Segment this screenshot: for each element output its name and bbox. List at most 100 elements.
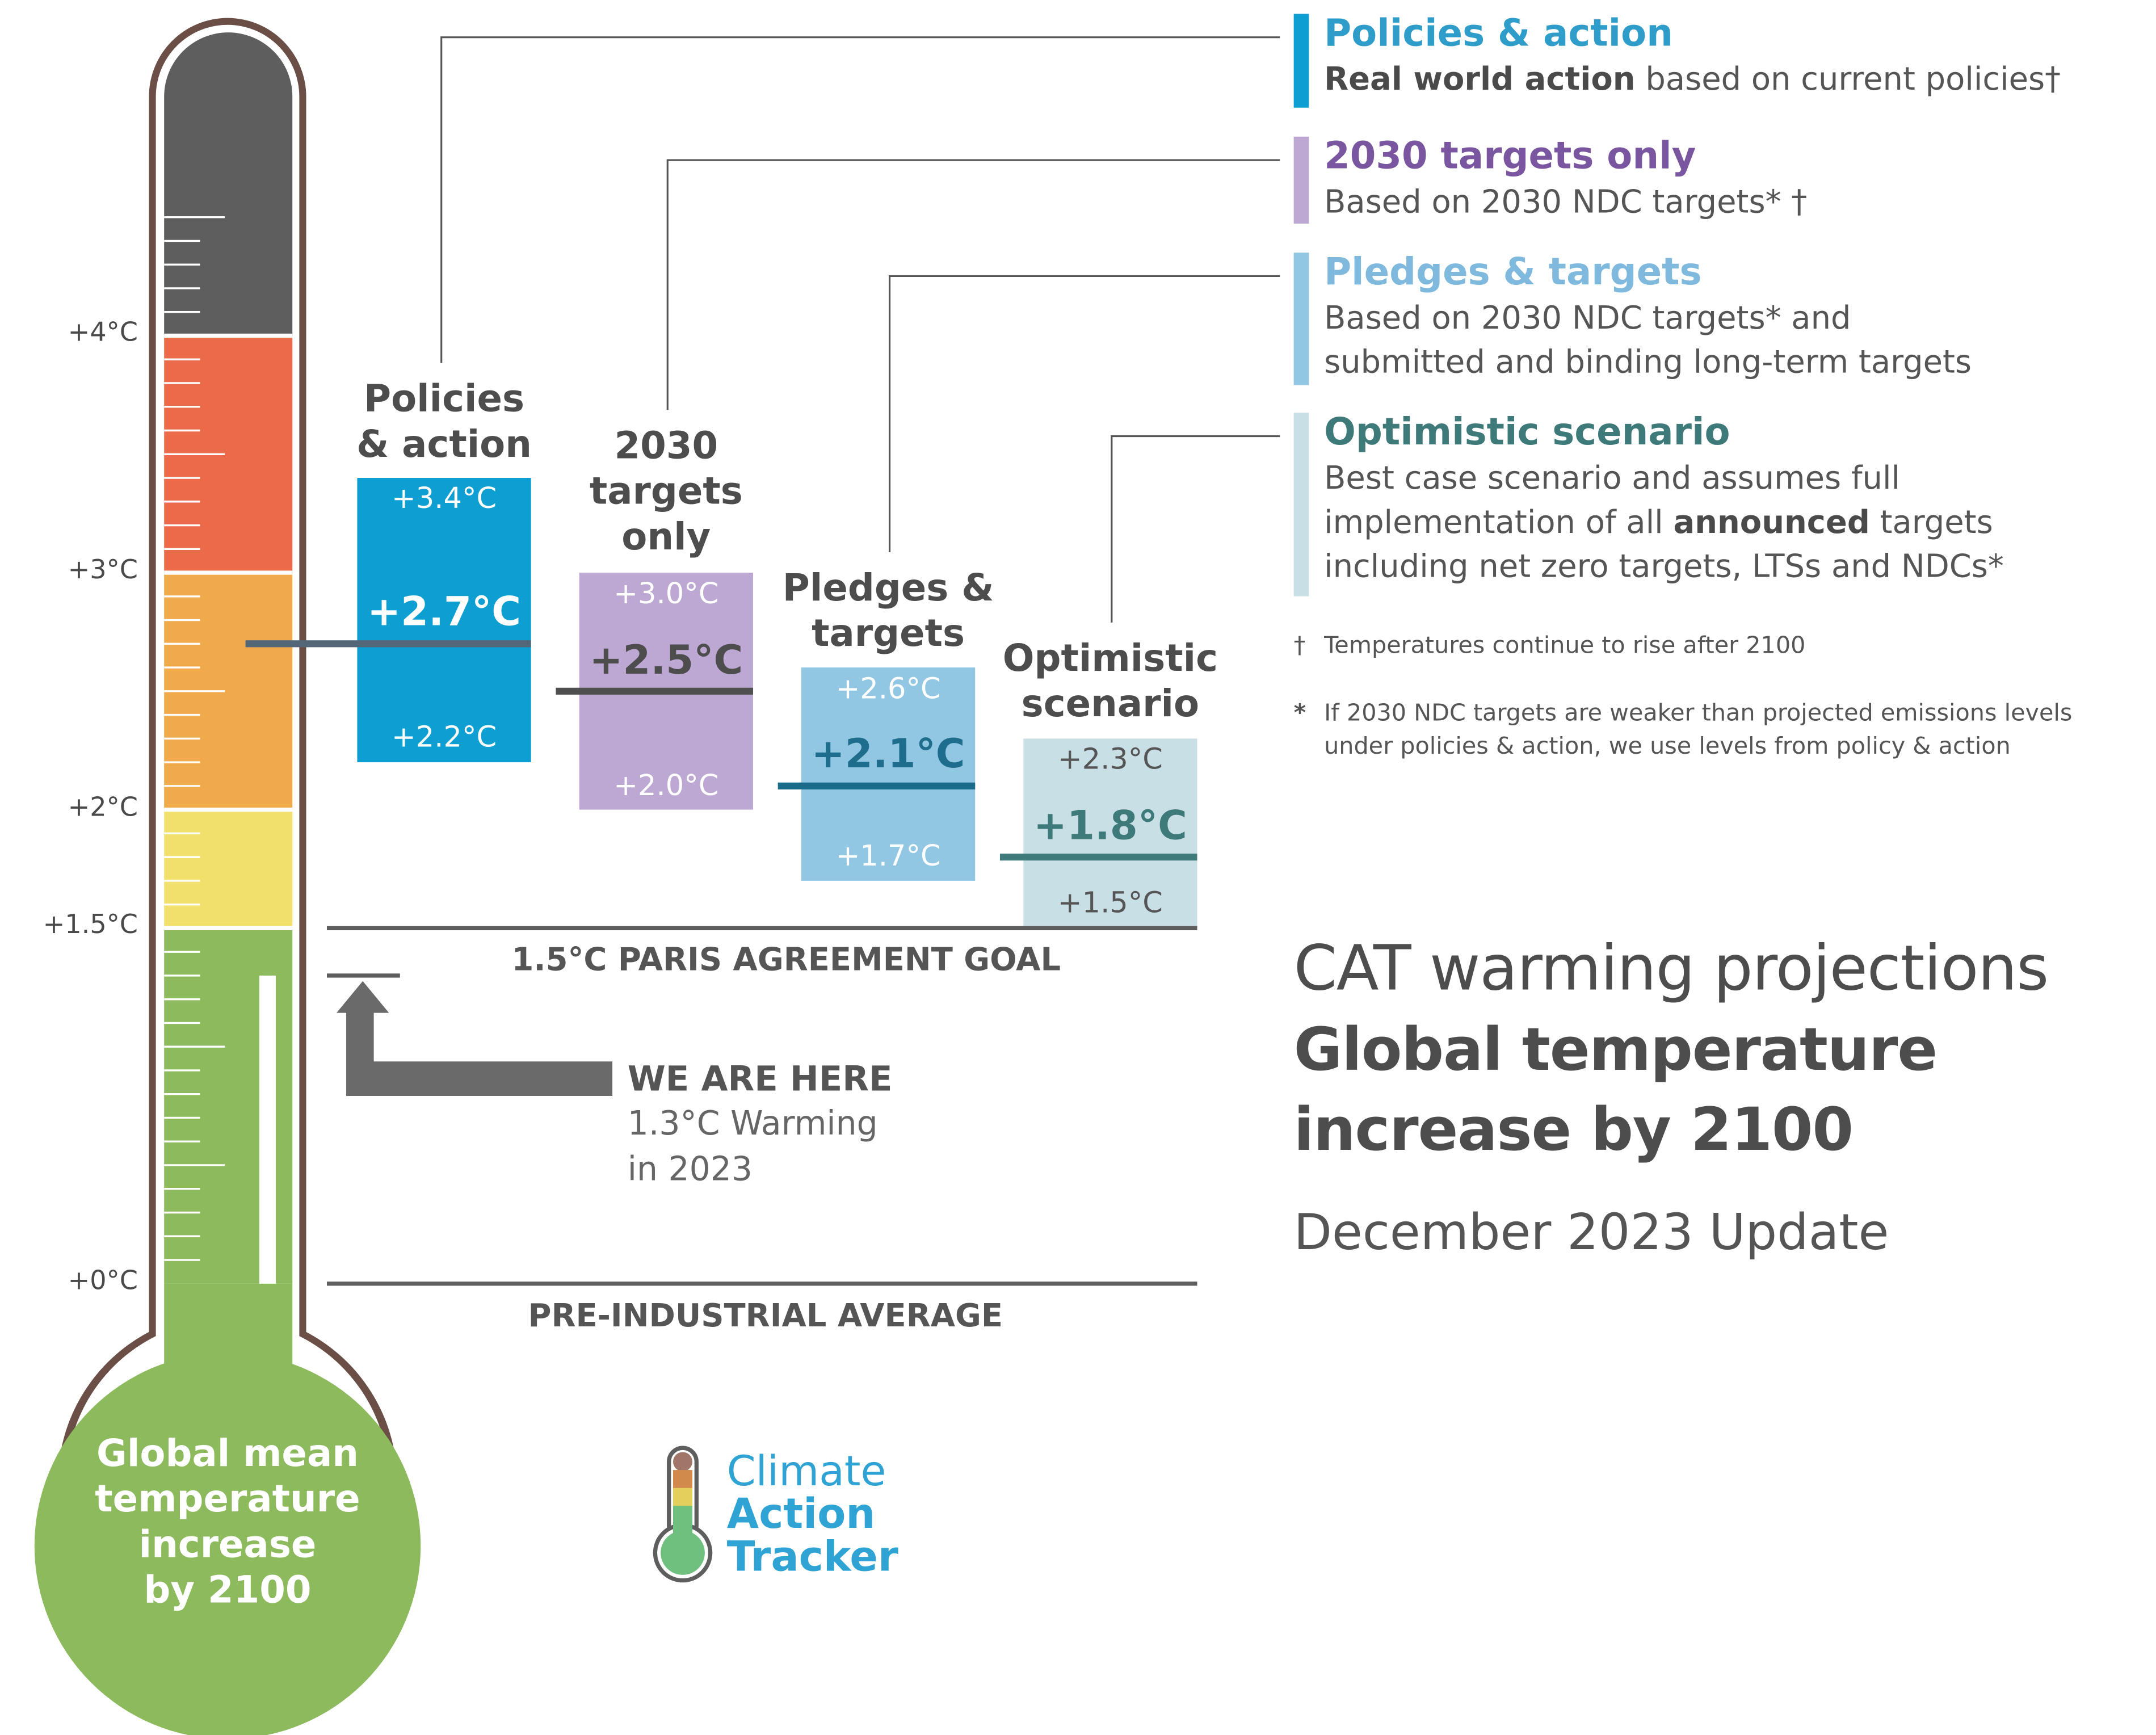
band-separator — [164, 807, 293, 812]
asterisk-text-line2: under policies & action, we use levels f… — [1324, 733, 2011, 761]
legend-title: Policies & action — [1324, 12, 1673, 56]
leader-lines — [440, 36, 1280, 623]
leader-line — [440, 36, 1280, 363]
current-warming-column — [259, 975, 276, 1284]
thermometer — [34, 18, 421, 1735]
legend-description-text: announced — [1673, 505, 1870, 541]
paris-goal-line — [326, 926, 1197, 931]
scenario-range-bar — [801, 667, 976, 881]
scenario-label-line: Policies — [363, 378, 525, 421]
range-high-label: +2.3°C — [1057, 742, 1163, 776]
legend-description-text: Real world action — [1324, 62, 1636, 98]
bulb-line: temperature — [95, 1478, 360, 1522]
band-separator — [164, 926, 293, 931]
thermometer-bulb — [34, 1352, 421, 1735]
scale-tick-label: +4°C — [68, 317, 138, 348]
leader-line — [888, 275, 1280, 552]
dagger-symbol: † — [1293, 632, 1306, 660]
thermometer-neck — [164, 1283, 293, 1380]
legend-description-text: based on current policies† — [1635, 62, 2061, 98]
scenario-label-line: only — [621, 516, 711, 559]
baseline-lines — [326, 926, 1197, 1286]
range-low-label: +2.0°C — [613, 768, 719, 802]
legend-title: Optimistic scenario — [1324, 411, 1730, 455]
scenario-label: Policies& action — [306, 377, 582, 468]
scale-tick-label: +0°C — [68, 1266, 138, 1296]
thermometer-band — [164, 32, 293, 336]
scenario-ranges — [245, 478, 1197, 929]
title-line3: increase by 2100 — [1293, 1096, 1854, 1165]
scale-tick-label: +3°C — [68, 554, 138, 585]
logo-line3: Tracker — [726, 1533, 898, 1582]
main-title-block: CAT warming projections Global temperatu… — [1294, 927, 2149, 1275]
legend-description-text: Best case scenario and assumes full — [1324, 461, 1901, 497]
scenario-mid-line — [999, 854, 1197, 861]
bulb-line: by 2100 — [144, 1569, 312, 1612]
legend-description-text: Based on 2030 NDC targets* and — [1324, 301, 1851, 337]
bulb-line: Global mean — [96, 1432, 359, 1476]
paris-goal-label: 1.5°C PARIS AGREEMENT GOAL — [511, 943, 1061, 979]
title-line1: CAT warming projections — [1293, 931, 2049, 1005]
leader-line — [1111, 435, 1280, 623]
bulb-line: increase — [138, 1523, 317, 1567]
scale-tick-label: +2°C — [68, 791, 138, 822]
dagger-note: † Temperatures continue to rise after 210… — [1294, 629, 1806, 662]
scenario-label: Pledges &targets — [750, 566, 1026, 657]
legend-description-text: submitted and binding long-term targets — [1324, 345, 1972, 381]
we-are-here: WE ARE HERE 1.3°C Warming in 2023 — [628, 1056, 893, 1192]
scenario-range-bar — [1023, 738, 1197, 929]
logo-line1: Climate — [726, 1448, 886, 1497]
legend-title: Pledges & targets — [1324, 251, 1702, 295]
logo-line2: Action — [726, 1490, 876, 1539]
legend-description-text: targets — [1869, 505, 1993, 541]
legend-description-text: including net zero targets, LTSs and NDC… — [1324, 549, 2004, 586]
range-low-label: +2.2°C — [392, 721, 497, 754]
asterisk-symbol: * — [1293, 700, 1306, 728]
band-separator — [164, 333, 293, 338]
legend-description-line: Best case scenario and assumes full — [1324, 457, 2149, 501]
cat-logo: Climate Action Tracker — [653, 1444, 930, 1596]
scenario-mid-line — [556, 687, 753, 695]
legend-description-line: Real world action based on current polic… — [1324, 58, 2149, 102]
legend-description-line: implementation of all announced targets — [1324, 501, 2149, 545]
logo-thermometer-icon — [653, 1446, 713, 1583]
scenario-mid-line — [777, 782, 976, 789]
thermometer-band — [164, 809, 293, 929]
scenario-label-line: 2030 — [614, 425, 718, 468]
update-label: December 2023 Update — [1293, 1205, 1889, 1262]
scenario-label-line: targets — [589, 470, 743, 514]
scenario-label-line: Pledges & — [782, 567, 994, 610]
legend-description-text: Based on 2030 NDC targets* † — [1324, 184, 1808, 221]
legend-description-text: implementation of all — [1324, 505, 1674, 541]
preindustrial-line — [326, 1282, 1197, 1286]
bulb-label: Global mean temperature increase by 2100 — [76, 1431, 380, 1614]
scale-tick-label: +1.5°C — [43, 910, 138, 941]
we-are-here-line1: 1.3°C Warming — [627, 1104, 878, 1143]
scenario-label-line: & action — [356, 423, 532, 467]
we-are-here-title: WE ARE HERE — [627, 1058, 893, 1099]
legend-color-bar — [1293, 253, 1309, 385]
range-low-label: +1.5°C — [1057, 887, 1163, 920]
legend-description-line: submitted and binding long-term targets — [1324, 341, 2149, 385]
legend-description-line: Based on 2030 NDC targets* † — [1324, 181, 2149, 225]
scenario-label-line: Optimistic — [1002, 637, 1218, 680]
scenario-label-line: targets — [812, 612, 965, 656]
range-high-label: +3.4°C — [392, 482, 497, 515]
up-arrow-icon — [336, 981, 613, 1097]
dagger-text: Temperatures continue to rise after 2100 — [1324, 632, 1806, 660]
preindustrial-label: PRE-INDUSTRIAL AVERAGE — [528, 1299, 1003, 1335]
band-separator — [164, 570, 293, 575]
we-are-here-arrow — [326, 973, 613, 1097]
legend-description-line: including net zero targets, LTSs and NDC… — [1324, 545, 2149, 590]
scenario-range-bar — [357, 478, 531, 763]
legend-color-bar — [1293, 136, 1309, 224]
range-high-label: +3.0°C — [613, 577, 719, 610]
legend-color-bar — [1293, 413, 1309, 596]
range-high-label: +2.6°C — [835, 671, 941, 705]
